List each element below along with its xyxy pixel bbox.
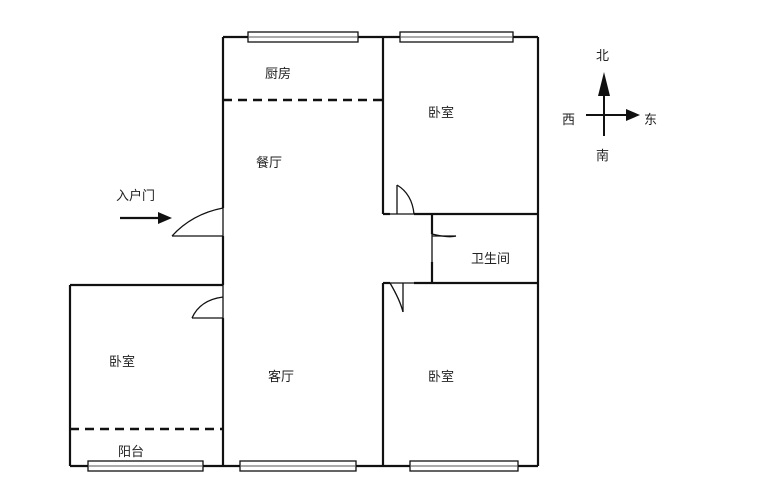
room-label-bathroom: 卫生间 [471,252,510,267]
compass-west-label: 西 [562,113,575,128]
entrance-door [171,207,224,237]
kitchen-window [247,31,359,43]
balcony-window [87,460,204,472]
walls [68,35,540,468]
compass-south-label: 南 [596,148,609,164]
compass-east-label: 东 [644,113,657,128]
labels: 厨房 餐厅 客厅 卧室 卧室 卧室 卫生间 阳台 入户门 北 南 东 西 [109,49,657,460]
south-bedroom-window [409,460,519,472]
room-label-kitchen: 厨房 [265,66,291,82]
room-label-dining: 餐厅 [256,155,282,171]
room-label-bedroom-west: 卧室 [109,354,135,370]
south-bedroom-door [389,282,414,313]
doors [171,184,457,319]
compass-rose-icon [586,72,640,136]
compass-north-label: 北 [596,49,609,64]
west-bedroom-door [191,285,224,319]
living-window [239,460,357,472]
room-label-bedroom-south: 卧室 [428,369,454,385]
room-label-balcony: 阳台 [118,445,144,460]
windows [87,31,519,472]
room-label-bedroom-north: 卧室 [428,105,454,121]
bathroom-door [431,233,457,262]
room-label-living: 客厅 [268,369,294,385]
entrance-arrow-icon [120,212,172,224]
north-bedroom-window [399,31,514,43]
entrance-label: 入户门 [116,188,155,204]
north-bedroom-door [390,184,415,215]
